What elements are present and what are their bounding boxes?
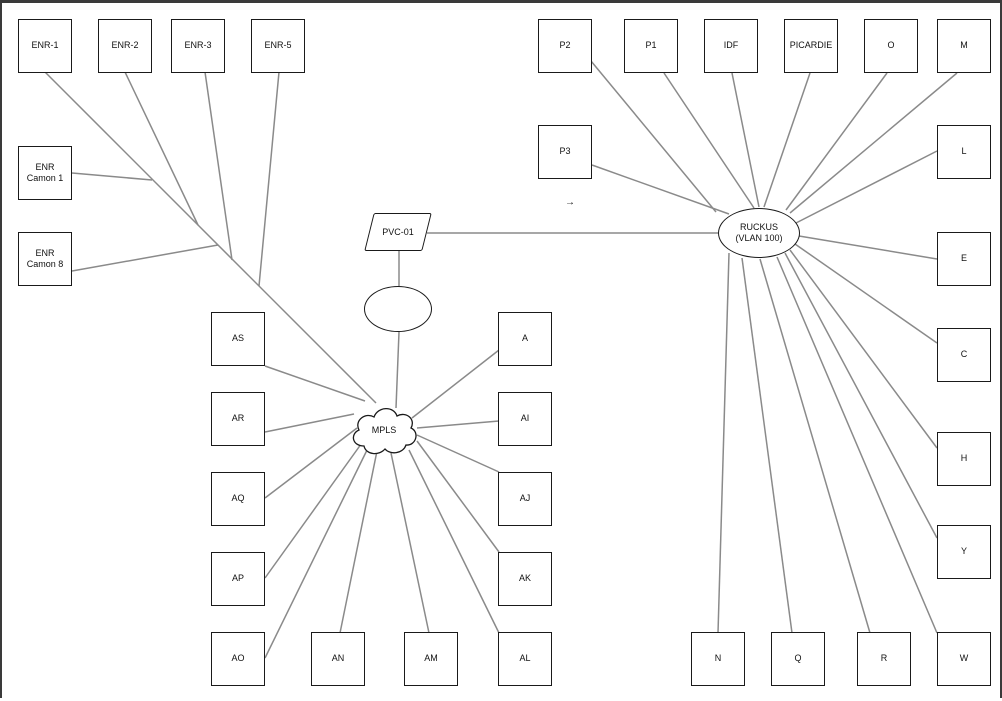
- link-enr3: [204, 71, 233, 261]
- node-am[interactable]: AM: [404, 632, 458, 686]
- node-aj[interactable]: AJ: [498, 472, 552, 526]
- link-aj: [416, 434, 500, 473]
- link-ap: [264, 439, 365, 579]
- node-y[interactable]: Y: [937, 525, 991, 579]
- node-o[interactable]: O: [864, 19, 918, 73]
- node-enr-3[interactable]: ENR-3: [171, 19, 225, 73]
- node-enr-5[interactable]: ENR-5: [251, 19, 305, 73]
- link-enr1: [44, 71, 377, 404]
- link-o: [785, 72, 888, 211]
- node-ap[interactable]: AP: [211, 552, 265, 606]
- node-c[interactable]: C: [937, 328, 991, 382]
- node-ao[interactable]: AO: [211, 632, 265, 686]
- node-mpls-label: MPLS: [371, 425, 397, 435]
- link-an: [339, 450, 378, 634]
- node-pvc-01-label: PVC-01: [382, 227, 414, 237]
- node-pvc-01[interactable]: PVC-01: [369, 213, 427, 251]
- link-r: [759, 258, 871, 634]
- link-as: [264, 365, 366, 402]
- node-enr-2[interactable]: ENR-2: [98, 19, 152, 73]
- link-p2: [590, 60, 717, 213]
- link-enr5: [258, 71, 280, 287]
- node-idf[interactable]: IDF: [704, 19, 758, 73]
- link-a: [411, 349, 500, 419]
- link-am: [390, 452, 430, 634]
- link-p3: [591, 164, 730, 215]
- node-h[interactable]: H: [937, 432, 991, 486]
- node-ai[interactable]: AI: [498, 392, 552, 446]
- node-n[interactable]: N: [691, 632, 745, 686]
- link-m: [789, 72, 958, 214]
- arrow-right-icon: →: [565, 197, 575, 208]
- link-aq: [264, 427, 358, 499]
- node-enr-camon-1[interactable]: ENR Camon 1: [18, 146, 72, 200]
- connection-lines: [44, 60, 958, 659]
- link-ao: [264, 445, 370, 659]
- link-q: [741, 257, 793, 634]
- node-ar[interactable]: AR: [211, 392, 265, 446]
- link-n: [717, 252, 730, 634]
- node-picardie[interactable]: PICARDIE: [784, 19, 838, 73]
- link-idf: [731, 72, 760, 208]
- node-mpls[interactable]: MPLS: [348, 402, 420, 458]
- link-c: [794, 243, 938, 344]
- link-p1: [663, 72, 755, 209]
- link-y: [784, 252, 938, 539]
- node-q[interactable]: Q: [771, 632, 825, 686]
- node-p3[interactable]: P3: [538, 125, 592, 179]
- link-h: [789, 249, 938, 449]
- link-enr-camon8: [71, 244, 219, 272]
- node-e[interactable]: E: [937, 232, 991, 286]
- node-p2[interactable]: P2: [538, 19, 592, 73]
- node-ak[interactable]: AK: [498, 552, 552, 606]
- link-e: [798, 235, 938, 260]
- link-l: [795, 150, 938, 224]
- node-w[interactable]: W: [937, 632, 991, 686]
- link-ai: [416, 420, 500, 429]
- link-enr2: [124, 71, 199, 226]
- node-enr-1[interactable]: ENR-1: [18, 19, 72, 73]
- node-ruckus[interactable]: RUCKUS (VLAN 100): [718, 208, 800, 258]
- node-a[interactable]: A: [498, 312, 552, 366]
- link-w: [776, 256, 938, 634]
- node-oval[interactable]: [364, 286, 432, 332]
- node-al[interactable]: AL: [498, 632, 552, 686]
- node-r[interactable]: R: [857, 632, 911, 686]
- link-enr-camon1: [71, 172, 153, 181]
- link-picardie: [763, 72, 811, 208]
- node-p1[interactable]: P1: [624, 19, 678, 73]
- node-as[interactable]: AS: [211, 312, 265, 366]
- node-l[interactable]: L: [937, 125, 991, 179]
- link-ar: [264, 413, 355, 433]
- link-ak: [416, 440, 500, 553]
- link-al: [408, 449, 500, 634]
- node-enr-camon-8[interactable]: ENR Camon 8: [18, 232, 72, 286]
- cloud-icon: [352, 407, 417, 455]
- node-an[interactable]: AN: [311, 632, 365, 686]
- node-m[interactable]: M: [937, 19, 991, 73]
- node-aq[interactable]: AQ: [211, 472, 265, 526]
- link-oval-mpls: [395, 331, 400, 409]
